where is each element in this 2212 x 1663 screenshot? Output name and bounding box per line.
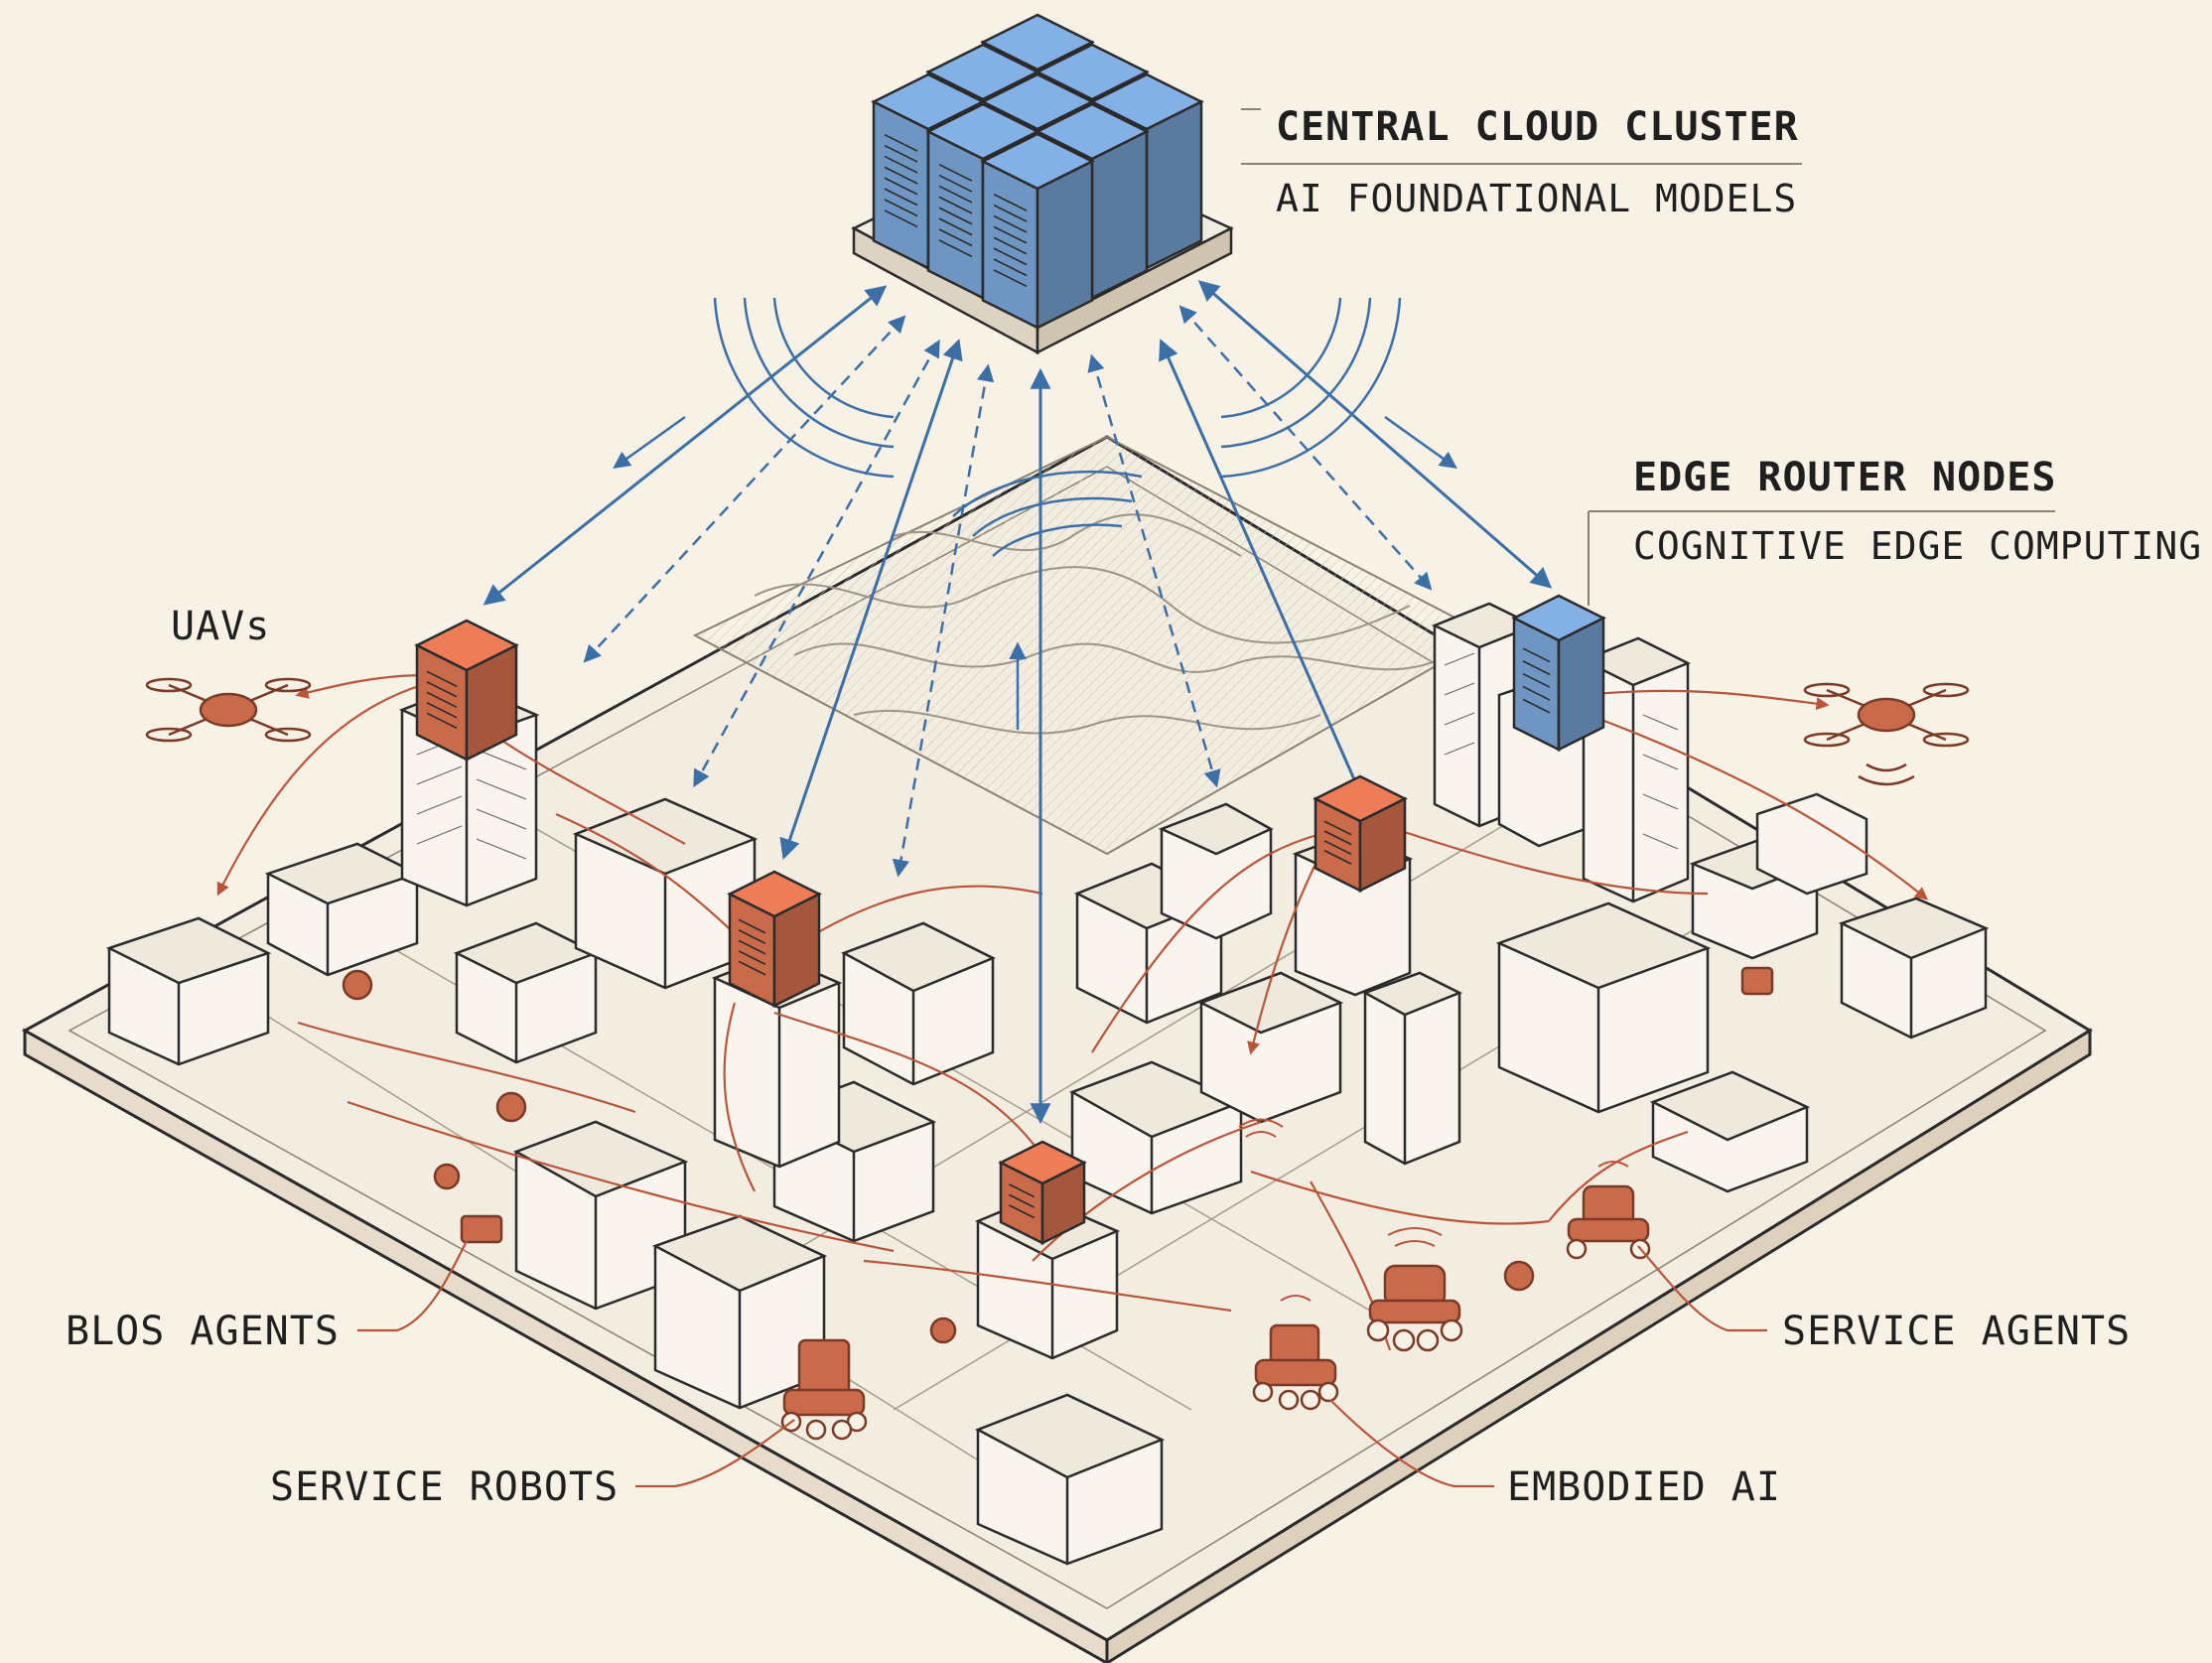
uav-right <box>1803 682 1970 786</box>
server-racks <box>871 13 1204 331</box>
edge-node-front <box>998 1140 1087 1246</box>
agent-signal-marks <box>1238 1118 1629 1302</box>
uav-left <box>145 677 312 743</box>
flow-indicators <box>613 415 1457 730</box>
service-agents-label: SERVICE AGENTS <box>1782 1309 2132 1354</box>
cloud-edge-dashed-links <box>583 305 1433 878</box>
central-cloud-subtitle: AI FOUNDATIONAL MODELS <box>1276 177 1798 220</box>
label-rules <box>1241 108 2055 606</box>
callout-leaders <box>357 1240 1767 1488</box>
edge-node-middle-left <box>727 870 822 1009</box>
central-cloud-title: CENTRAL CLOUD CLUSTER <box>1276 104 1799 150</box>
edge-router-title: EDGE ROUTER NODES <box>1633 455 2057 500</box>
edge-node-right-blue <box>1511 594 1606 753</box>
edge-router-subtitle: COGNITIVE EDGE COMPUTING <box>1633 524 2203 568</box>
embodied-ai-label: EMBODIED AI <box>1507 1464 1781 1510</box>
edge-node-middle-right <box>1313 774 1408 894</box>
edge-node-left <box>414 619 519 762</box>
agent-mesh-links <box>216 673 1929 1351</box>
service-robots-label: SERVICE ROBOTS <box>270 1464 620 1510</box>
ground-robots <box>342 966 1774 1441</box>
uavs-label: UAVs <box>171 604 271 649</box>
server-rack-front <box>980 132 1095 331</box>
building-windows <box>416 652 1679 860</box>
edge-router-nodes <box>414 594 1606 1246</box>
blos-agents-label: BLOS AGENTS <box>66 1309 340 1354</box>
